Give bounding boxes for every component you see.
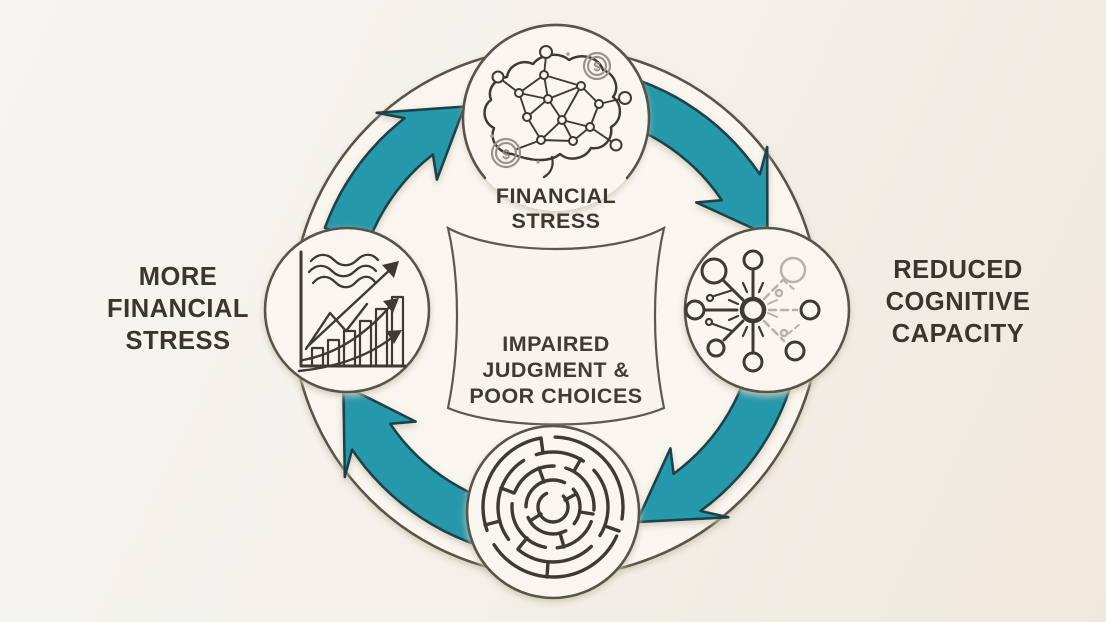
label-reduced-cognitive-capacity: REDUCED COGNITIVE CAPACITY <box>885 256 1031 348</box>
rising-chart-icon <box>297 250 407 373</box>
neuron-fading-icon <box>684 249 821 373</box>
node-impaired-judgment <box>465 424 641 600</box>
dollar-coin-icon: $ <box>582 51 612 81</box>
cycle-arrow-left-to-top <box>323 105 466 245</box>
dollar-coin-icon: $ <box>490 137 522 169</box>
cycle-arrow-bottom-to-left <box>342 384 496 548</box>
maze-icon <box>481 435 625 579</box>
svg-text:$: $ <box>593 59 601 74</box>
svg-text:$: $ <box>502 146 510 162</box>
waves-glyph <box>307 253 380 289</box>
inner-wavy-boundary <box>446 225 666 426</box>
cycle-arrow-top-to-right <box>623 79 769 237</box>
brain-network-icon: $ $ <box>483 45 632 179</box>
label-financial-stress: FINANCIAL STRESS <box>495 184 617 233</box>
cycle-arrow-right-to-bottom <box>635 372 792 524</box>
label-impaired-judgment: IMPAIRED JUDGMENT & POOR CHOICES <box>469 332 643 408</box>
label-more-financial-stress: MORE FINANCIAL STRESS <box>107 263 249 355</box>
